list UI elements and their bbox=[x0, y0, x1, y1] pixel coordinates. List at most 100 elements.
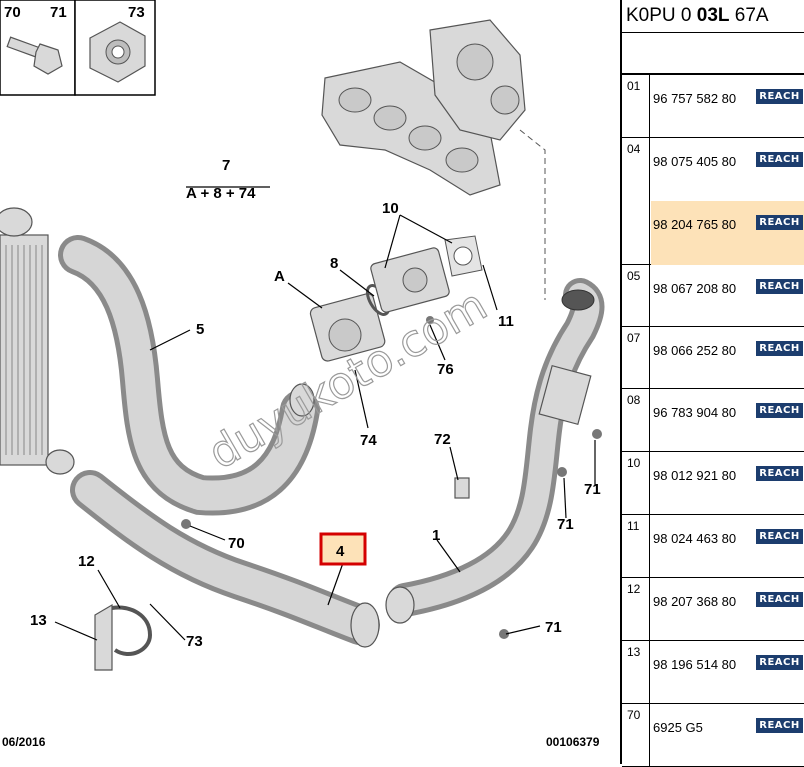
row-ref: 12 bbox=[622, 578, 650, 640]
part-number: 98 207 368 80 bbox=[653, 594, 737, 609]
intake-pipe-1 bbox=[385, 278, 605, 624]
charge-air-hose-4 bbox=[70, 470, 380, 648]
assembly-formula: A + 8 + 74 bbox=[186, 185, 256, 202]
gasket-plate-11 bbox=[444, 235, 483, 277]
part-line[interactable]: 96 757 582 80 REACH bbox=[651, 75, 804, 138]
reach-badge[interactable]: REACH bbox=[756, 403, 803, 418]
part-number: 98 012 921 80 bbox=[653, 468, 737, 483]
throttle-body-a bbox=[309, 293, 386, 362]
reach-badge[interactable]: REACH bbox=[756, 279, 803, 294]
callout-71: 71 bbox=[50, 4, 67, 21]
callout-70: 70 bbox=[4, 4, 21, 21]
part-line[interactable]: 96 783 904 80 REACH bbox=[651, 389, 804, 452]
diagram-date: 06/2016 bbox=[2, 735, 46, 749]
part-number: 96 783 904 80 bbox=[653, 405, 737, 420]
callout-A: A bbox=[274, 268, 285, 285]
part-line[interactable]: 98 196 514 80 REACH bbox=[651, 641, 804, 704]
callout-71-bottom: 71 bbox=[545, 619, 562, 636]
callout-13: 13 bbox=[30, 612, 47, 629]
callout-5: 5 bbox=[196, 321, 204, 338]
intercooler-radiator bbox=[0, 207, 75, 475]
flange-nut-icon bbox=[89, 21, 146, 83]
header-suffix: 67A bbox=[729, 5, 769, 26]
panel-blank-row bbox=[622, 33, 804, 75]
panel-header: K0PU 0 03L 67A bbox=[622, 0, 804, 33]
part-line[interactable]: 98 207 368 80 REACH bbox=[651, 578, 804, 641]
row-ref: 01 bbox=[622, 75, 650, 137]
row-ref: 08 bbox=[622, 389, 650, 451]
reach-badge[interactable]: REACH bbox=[756, 466, 803, 481]
row-ref: 70 bbox=[622, 704, 650, 766]
part-line[interactable]: 98 067 208 80 REACH bbox=[651, 265, 804, 327]
callout-7: 7 bbox=[222, 157, 230, 174]
reach-badge[interactable]: REACH bbox=[756, 152, 803, 167]
bolts bbox=[181, 316, 602, 639]
reach-badge[interactable]: REACH bbox=[756, 592, 803, 607]
part-number: 98 204 765 80 bbox=[653, 217, 737, 232]
callout-74: 74 bbox=[360, 432, 377, 449]
row-ref: 05 bbox=[622, 265, 650, 326]
callout-12: 12 bbox=[78, 553, 95, 570]
row-ref: 07 bbox=[622, 327, 650, 388]
reach-badge[interactable]: REACH bbox=[756, 89, 803, 104]
callout-11: 11 bbox=[498, 313, 514, 330]
part-number: 98 024 463 80 bbox=[653, 531, 737, 546]
flange-bolt-icon bbox=[6, 36, 63, 75]
callout-4: 4 bbox=[336, 543, 345, 560]
part-number: 98 196 514 80 bbox=[653, 657, 737, 672]
turbo-manifold-assembly bbox=[321, 19, 526, 196]
reach-badge[interactable]: REACH bbox=[756, 215, 803, 230]
part-number: 98 066 252 80 bbox=[653, 343, 737, 358]
part-line[interactable]: 98 075 405 80 REACH bbox=[651, 138, 804, 201]
part-line[interactable]: 98 066 252 80 REACH bbox=[651, 327, 804, 389]
part-line[interactable]: 6925 G5 REACH bbox=[651, 704, 804, 767]
callout-10: 10 bbox=[382, 200, 399, 217]
callout-73-bracket: 73 bbox=[186, 633, 203, 650]
reach-badge[interactable]: REACH bbox=[756, 655, 803, 670]
reach-badge[interactable]: REACH bbox=[756, 718, 803, 733]
elbow-74 bbox=[289, 383, 315, 417]
callout-71-right-mid: 71 bbox=[557, 516, 574, 533]
part-line[interactable]: 98 024 463 80 REACH bbox=[651, 515, 804, 578]
row-ref: 11 bbox=[622, 515, 650, 577]
highlighted-callout-4[interactable]: 4 bbox=[319, 532, 367, 566]
charge-air-hose-5 bbox=[58, 235, 320, 516]
callout-8: 8 bbox=[330, 255, 338, 272]
part-line-highlighted[interactable]: 98 204 765 80 REACH bbox=[651, 201, 804, 265]
reach-badge[interactable]: REACH bbox=[756, 341, 803, 356]
clamp-bracket-12-13 bbox=[94, 603, 153, 671]
housing-10 bbox=[370, 247, 450, 313]
callout-76: 76 bbox=[437, 361, 454, 378]
part-number: 6925 G5 bbox=[653, 720, 703, 735]
leader-lines bbox=[54, 186, 596, 641]
drawing-code: 00106379 bbox=[546, 735, 600, 749]
row-ref: 13 bbox=[622, 641, 650, 703]
callout-1: 1 bbox=[432, 527, 440, 544]
row-ref: 04 bbox=[622, 138, 650, 264]
part-number: 98 075 405 80 bbox=[653, 154, 737, 169]
part-number: 96 757 582 80 bbox=[653, 91, 737, 106]
part-number: 98 067 208 80 bbox=[653, 281, 737, 296]
sensor-72 bbox=[454, 477, 470, 499]
callout-71-right-top: 71 bbox=[584, 481, 601, 498]
part-line[interactable]: 98 012 921 80 REACH bbox=[651, 452, 804, 515]
callout-70-bolt: 70 bbox=[228, 535, 245, 552]
reach-badge[interactable]: REACH bbox=[756, 529, 803, 544]
exploded-parts-diagram: 70 71 73 7 A + 8 + 74 10 A 8 5 11 76 74 … bbox=[0, 0, 605, 749]
header-prefix: K0PU 0 bbox=[626, 5, 697, 26]
fastener-inset bbox=[0, 0, 156, 96]
callout-72: 72 bbox=[434, 431, 451, 448]
row-ref: 10 bbox=[622, 452, 650, 514]
